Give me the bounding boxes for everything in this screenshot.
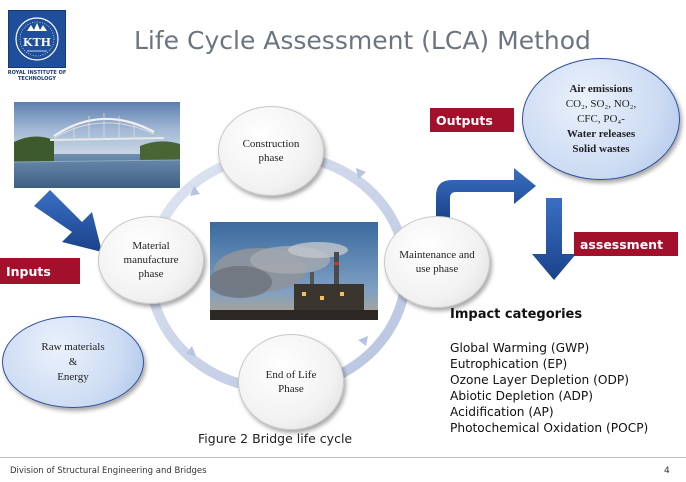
material-phase-label: Material manufacture phase [123, 240, 179, 280]
bridge-image [14, 102, 180, 188]
assessment-tag: assessment [574, 232, 678, 256]
energy-label: Energy [57, 370, 89, 383]
gases-line-2: CFC, PO₄- [577, 112, 625, 125]
assessment-arrow [532, 198, 576, 280]
impact-item: Ozone Layer Depletion (ODP) [450, 373, 629, 387]
footer-divider [0, 457, 686, 458]
logo-subtext: ROYAL INSTITUTE OF TECHNOLOGY [7, 70, 67, 82]
impact-item: Global Warming (GWP) [450, 341, 590, 355]
raw-materials-label: Raw materials [41, 340, 105, 353]
footer-text: Division of Structural Engineering and B… [10, 466, 207, 476]
outputs-bubble: Air emissions CO₂, SO₂, NO₂, CFC, PO₄- W… [522, 58, 680, 180]
impact-item: Eutrophication (EP) [450, 357, 568, 371]
svg-text:KTH: KTH [23, 36, 51, 49]
impact-item: Photochemical Oxidation (POCP) [450, 421, 649, 435]
bridge-photo [14, 102, 180, 188]
ring-arrow-nw [190, 186, 200, 196]
water-releases-label: Water releases [566, 127, 636, 140]
kth-logo: KTH [8, 10, 66, 68]
maintenance-phase-bubble: Maintenance and use phase [384, 216, 490, 308]
outputs-tag: Outputs [430, 108, 514, 132]
end-of-life-phase-label: End of Life Phase [265, 369, 317, 395]
maintenance-phase-label: Maintenance and use phase [399, 249, 475, 275]
material-phase-bubble: Material manufacture phase [98, 216, 204, 304]
construction-phase-label: Construction phase [242, 138, 300, 164]
impact-item: Acidification (AP) [450, 405, 554, 419]
ring-arrow-se [358, 336, 368, 346]
air-emissions-label: Air emissions [569, 82, 633, 95]
figure-caption: Figure 2 Bridge life cycle [198, 431, 353, 446]
ring-arrow-sw [186, 346, 196, 356]
output-arrow [436, 168, 536, 220]
solid-wastes-label: Solid wastes [572, 142, 630, 155]
raw-materials-ampersand: & [68, 355, 78, 368]
industry-photo [210, 222, 378, 320]
end-of-life-phase-bubble: End of Life Phase [238, 334, 344, 430]
impact-categories-list: Global Warming (GWP) Eutrophication (EP)… [450, 340, 648, 436]
page-number: 4 [664, 466, 670, 476]
gases-line-1: CO₂, SO₂, NO₂, [565, 97, 637, 110]
inputs-tag: Inputs [0, 258, 80, 284]
crown-seal-icon: KTH [15, 17, 59, 61]
power-plant-image [210, 222, 378, 320]
slide-title: Life Cycle Assessment (LCA) Method [134, 26, 591, 55]
raw-materials-bubble: Raw materials & Energy [2, 316, 144, 408]
impact-categories-title: Impact categories [450, 307, 583, 322]
ring-arrow-ne [356, 168, 366, 179]
input-arrow [34, 190, 102, 252]
impact-item: Abiotic Depletion (ADP) [450, 389, 593, 403]
construction-phase-bubble: Construction phase [218, 106, 324, 196]
